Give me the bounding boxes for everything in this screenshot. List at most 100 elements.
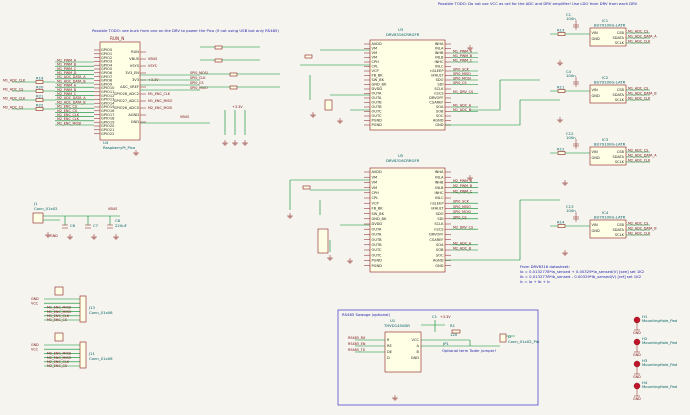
adc-net-label: M2_ADC_CS bbox=[628, 222, 648, 226]
cap-c10 bbox=[324, 99, 333, 111]
drv-net-label: M2_ADC_A bbox=[453, 241, 472, 245]
drv-left-pin-label: SW_BK bbox=[372, 78, 385, 82]
drv-left-pin-label: AVDD bbox=[372, 170, 382, 174]
drv-bot-left-wires bbox=[289, 179, 370, 252]
rs485-pin-left: DE bbox=[387, 350, 393, 354]
pico-left-pin-label: GPIO20 bbox=[101, 124, 115, 128]
adc-cap-val: 100n bbox=[566, 73, 576, 78]
drv-right-pin-label: INLA bbox=[435, 47, 444, 51]
adc-resistor-ref: R12 bbox=[557, 147, 565, 152]
pico-right-pin-label: 3V3 bbox=[132, 78, 139, 82]
pico-net-label: M2_PWM_C bbox=[57, 92, 77, 96]
resistor-r07 bbox=[304, 54, 313, 59]
rsense-line-3: Ib = 0.0132778*Ib_sensed - 0.00329*Ib_se… bbox=[520, 274, 642, 279]
adc-pin-right: SDATA bbox=[612, 155, 624, 159]
drv-left-pin-label: OUTA bbox=[372, 92, 382, 96]
gnd-symbol bbox=[347, 258, 353, 264]
adc-pin-right: CSB bbox=[617, 150, 625, 154]
adc-resistor-ref: R11 bbox=[557, 85, 565, 90]
drv-right-pin-label: SDO bbox=[436, 212, 444, 216]
spi-label: SPI0_CLK bbox=[190, 76, 206, 80]
adc-cap bbox=[573, 20, 579, 30]
mounting-hole-gnd bbox=[634, 323, 640, 331]
pico-right-net: VBUS bbox=[148, 57, 157, 61]
note-top-left: Possible TODO: see buck from one on the … bbox=[92, 28, 279, 33]
gnd-symbol bbox=[133, 150, 139, 156]
drv-right-pin-label: INHC bbox=[435, 60, 444, 64]
drv-right-pin-label: SOC bbox=[436, 253, 444, 257]
drv-right-pin-label: SOB bbox=[436, 110, 444, 114]
left-conn-net: M2_ADC_CS bbox=[3, 105, 23, 109]
mounting-hole-pad bbox=[633, 360, 641, 368]
enc-pin-label: M2_ENC_MISO bbox=[47, 356, 72, 360]
pico-net-label: M1_PWM_C bbox=[57, 67, 77, 71]
drv-bot-left-pins: AVDDVMVMVMCPHCPLVCPFB_BKSW_BKGND_BKDVDDO… bbox=[364, 170, 387, 268]
adc-ref: IC1 bbox=[602, 18, 609, 23]
rs485-pin-left: RE bbox=[387, 344, 392, 348]
rsense-note: From DRV8316 datasheet: Io = 0.0132778*I… bbox=[520, 264, 645, 284]
adc-pin-left: GND bbox=[592, 94, 600, 98]
drv-right-pin-label: INLC bbox=[435, 196, 444, 200]
pico-net-label: M2_ENC_CLK bbox=[57, 117, 80, 121]
drv-left-pin-label: VM bbox=[372, 56, 378, 60]
left-resistor-ref: R20 bbox=[36, 85, 44, 90]
pico-right-pin-label: GPIO26_ADC0 bbox=[114, 106, 140, 110]
rs485-title: RS485 Sowoge (optional) bbox=[342, 312, 390, 317]
drv-right-pin-label: AGND bbox=[433, 119, 444, 123]
drv-left-pin-label: OUTC bbox=[372, 110, 382, 114]
pico-body bbox=[99, 41, 141, 141]
cap-c7: C7 bbox=[93, 223, 99, 228]
drv-net-label: SPI0_SCK bbox=[453, 200, 470, 204]
adc-value: BU79100G-LATR bbox=[594, 80, 626, 85]
mounting-hole-gnd-label: GND bbox=[633, 353, 641, 357]
drv-net-label: SPI0_MOSI bbox=[453, 77, 471, 81]
pico-net-label: M2_ADC_DATA_B bbox=[57, 100, 86, 104]
drv-net-label: M2_ADC_B bbox=[453, 247, 472, 251]
drv-right-pin-label: SCLK bbox=[434, 222, 444, 226]
pico-left-pin-label: GPIO14 bbox=[101, 101, 115, 105]
pico-left-pin-label: GPIO12 bbox=[101, 94, 114, 98]
rs485-rail: +3.3V bbox=[440, 315, 451, 319]
gnd-symbol bbox=[327, 255, 333, 261]
pico-right-wires bbox=[200, 46, 280, 88]
adc-net-label: M2_ADC_CLK bbox=[628, 159, 651, 163]
adc-net-label: M1_ADC_CLK bbox=[628, 40, 651, 44]
drv-left-pin-label: OUTB bbox=[372, 101, 383, 105]
pico-left-pin-label: GPIO22 bbox=[101, 132, 114, 136]
drv-top-ref: U3 bbox=[398, 27, 404, 32]
pico-net-label: M1_PWM_B bbox=[57, 63, 77, 67]
pico-net-label: M2_PWM_A bbox=[57, 84, 77, 88]
adc-ref: IC3 bbox=[602, 137, 609, 142]
pico-left-pin-label: GPIO10 bbox=[101, 86, 115, 90]
gnd-symbol bbox=[392, 395, 398, 401]
adc-ref: IC4 bbox=[602, 210, 609, 215]
resistor-r08 bbox=[302, 185, 311, 190]
enc-pin-label: M2_ENC_CLK bbox=[47, 360, 70, 364]
pico-ref: U4 bbox=[103, 140, 109, 145]
pico-left-pin-label: GPIO9 bbox=[101, 82, 113, 86]
power-conn-value: Conn_01x02 bbox=[34, 206, 58, 211]
drv-bot-ref: U5 bbox=[398, 153, 404, 158]
power-wires bbox=[43, 215, 120, 225]
adc-net-label: M2_ADC_DATA_B bbox=[628, 227, 657, 231]
drv-left-pin-label: VM bbox=[372, 181, 378, 185]
v33-label: +3.3V bbox=[232, 105, 243, 109]
drv-top-block: U3 DRV8316CRRGFR AVDDVMVMVMCPHCPLVCPFB_B… bbox=[364, 27, 478, 131]
drv-right-pin-label: DRVOFF bbox=[429, 233, 443, 237]
drv-left-pin-label: OUTA bbox=[372, 96, 382, 100]
drv-left-pin-label: OUTA bbox=[372, 233, 382, 237]
adc-value: BU79100G-LATR bbox=[594, 23, 626, 28]
enc-pin-label: M2_ENC_MOSI bbox=[47, 352, 71, 356]
drv-right-pin-label: SDO bbox=[436, 78, 444, 82]
pico-left-pin-label: GPIO21 bbox=[101, 128, 114, 132]
enc-conn-1-ref: J13 bbox=[88, 305, 96, 310]
pico-left-nets: M1_PWM_AM1_PWM_BM1_PWM_CM1_PWM_DM1_ADC_D… bbox=[55, 58, 94, 125]
adc-net-label: M1_ADC_CLK bbox=[628, 97, 651, 101]
drv-right-pin-label: INHB bbox=[435, 181, 444, 185]
mounting-hole-value: MountingHole_Pad bbox=[642, 384, 678, 389]
rs485-pin-left: R bbox=[387, 338, 390, 342]
adc-pin-right: SCLK bbox=[615, 98, 625, 102]
adc-pin-right: SCLK bbox=[615, 160, 625, 164]
